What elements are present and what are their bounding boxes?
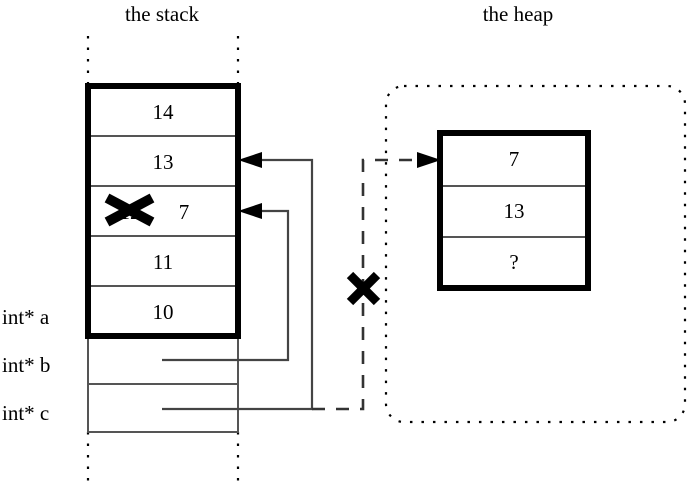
stack-var-label-a: int* a bbox=[2, 305, 50, 329]
pointer-b-arrowhead bbox=[238, 203, 262, 219]
stack-cell-value-4: 10 bbox=[152, 300, 174, 324]
stack-var-label-c: int* c bbox=[2, 401, 50, 425]
dangling-pointer-arrowhead bbox=[417, 152, 441, 168]
heap-region-boundary bbox=[384, 84, 687, 424]
pointer-c-line bbox=[162, 158, 314, 411]
heap-cell-value-2: ? bbox=[509, 250, 519, 274]
stack-title: the stack bbox=[124, 2, 200, 26]
heap-cell-value-0: 7 bbox=[508, 147, 520, 171]
broken-pointer-x-icon bbox=[346, 271, 381, 306]
stack-cell-value-1: 13 bbox=[152, 150, 174, 174]
struck-value-x-icon bbox=[104, 193, 155, 227]
pointer-b-line bbox=[162, 209, 290, 362]
stack-var-label-b: int* b bbox=[2, 353, 51, 377]
heap-block-frame bbox=[437, 130, 591, 291]
stack-cell-value-3: 11 bbox=[152, 250, 174, 274]
stack-cell-value-2-new: 7 bbox=[178, 200, 190, 224]
heap-title: the heap bbox=[482, 2, 554, 26]
pointer-c-arrowhead bbox=[238, 152, 262, 168]
stack-cell-value-2-old: 12 bbox=[119, 200, 141, 224]
stack-cell-value-0: 14 bbox=[152, 100, 174, 124]
heap-cell-value-1: 13 bbox=[503, 199, 525, 223]
